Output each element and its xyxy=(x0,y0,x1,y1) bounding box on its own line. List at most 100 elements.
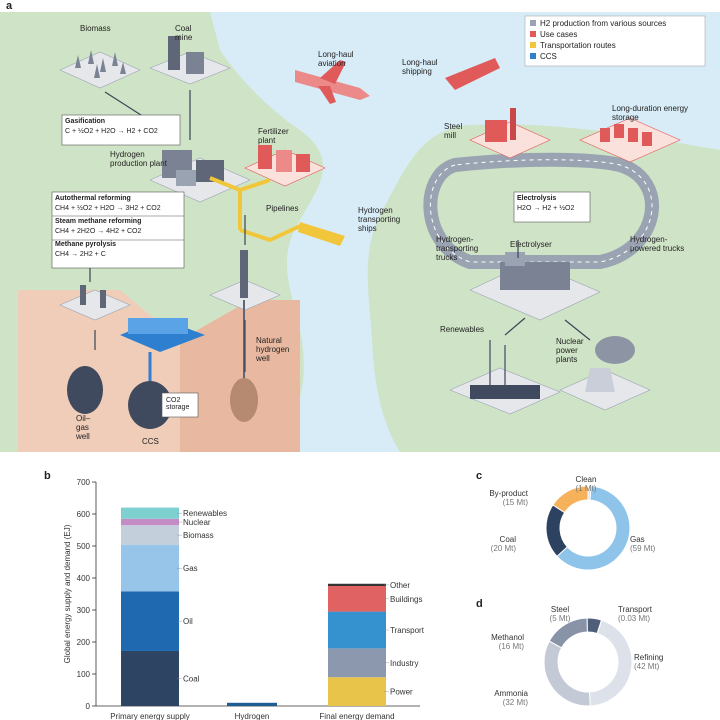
underground-soil-right xyxy=(180,300,300,452)
panel-a-legend-items: H2 production from various sources Use c… xyxy=(530,18,666,62)
water-area xyxy=(210,12,720,452)
panel-c-letter: c xyxy=(476,470,483,482)
x-category-label: Primary energy supply xyxy=(110,712,190,720)
label-long-duration-storage: Long-duration energy storage xyxy=(612,104,689,122)
slice-value-methanol: (16 Mt) xyxy=(499,642,525,651)
legend-item-ccs: CCS xyxy=(530,51,666,62)
label-coal-mine: Coal mine xyxy=(175,24,193,42)
bar-segment-oil xyxy=(121,591,179,651)
segment-label-renewables: Renewables xyxy=(183,509,227,518)
label-co2-storage: CO2 storage xyxy=(166,397,190,411)
slice-label-gas: Gas xyxy=(630,535,645,544)
label-pipelines: Pipelines xyxy=(266,204,299,213)
bar-segment-biomass xyxy=(121,525,179,546)
bar-segment-transport xyxy=(328,611,386,649)
bar-segment-nuclear xyxy=(121,518,179,526)
renewables-block xyxy=(449,340,561,415)
reforming-text: Autothermal reforming CH4 + ½O2 + H2O → … xyxy=(55,194,161,260)
panel-a-illustration xyxy=(0,12,720,452)
y-tick-label: 600 xyxy=(77,510,91,519)
natural-hydrogen-well-block xyxy=(209,250,281,422)
hydrogen-plant-block xyxy=(149,150,251,203)
segment-label-nuclear: Nuclear xyxy=(183,518,211,527)
label-hydrogen-plant: Hydrogen production plant xyxy=(110,150,167,168)
legend-swatch-transport xyxy=(530,42,536,48)
segment-label-industry: Industry xyxy=(390,659,418,668)
bar-segment-other xyxy=(328,583,386,586)
autothermal-equation: CH4 + ½O2 + H2O → 3H2 + CO2 xyxy=(55,205,161,212)
legend-label-use-cases: Use cases xyxy=(540,30,578,39)
smr-equation: CH4 + 2H2O → 4H2 + CO2 xyxy=(55,228,142,235)
bar-segment-renewables xyxy=(121,507,179,519)
segment-label-power: Power xyxy=(390,688,413,697)
panel-b-letter: b xyxy=(44,470,51,482)
slice-value-coal: (20 Mt) xyxy=(491,544,517,553)
slice-label-transport: Transport xyxy=(618,605,653,614)
slice-value-refining: (42 Mt) xyxy=(634,662,660,671)
oil-gas-well-block xyxy=(59,285,131,414)
autothermal-title: Autothermal reforming xyxy=(55,195,131,202)
pyrolysis-title: Methane pyrolysis xyxy=(55,241,117,248)
electrolysis-text: Electrolysis H2O → H2 + ½O2 xyxy=(517,194,574,214)
bar-segment-gas xyxy=(121,545,179,592)
label-h2-transport-trucks: Hydrogen-transporting trucks xyxy=(436,235,479,262)
label-hydrogen-ships: Hydrogen transporting ships xyxy=(358,206,401,233)
gasification-box xyxy=(61,114,181,146)
segment-label-biomass: Biomass xyxy=(183,531,214,540)
bar-segment-industry xyxy=(328,648,386,678)
legend-item-transport: Transportation routes xyxy=(530,40,666,51)
ccs-block xyxy=(120,318,205,429)
bar-segment-power xyxy=(328,677,386,706)
energy-storage-block xyxy=(579,117,681,163)
segment-label-coal: Coal xyxy=(183,674,200,683)
pyrolysis-equation: CH4 → 2H2 + C xyxy=(55,251,106,258)
pipelines xyxy=(209,176,301,243)
panel-d-letter: d xyxy=(476,598,483,610)
segment-label-oil: Oil xyxy=(183,617,193,626)
label-ccs: CCS xyxy=(142,437,159,446)
y-tick-label: 700 xyxy=(77,478,91,487)
legend-label-ccs: CCS xyxy=(540,52,557,61)
x-category-label: Final energy demand xyxy=(319,712,394,720)
legend-label-transport: Transportation routes xyxy=(540,41,616,50)
segment-label-gas: Gas xyxy=(183,564,198,573)
nuclear-plants-block xyxy=(559,336,651,411)
legend-item-use-cases: Use cases xyxy=(530,29,666,40)
electrolysis-title: Electrolysis xyxy=(517,195,557,202)
segment-label-buildings: Buildings xyxy=(390,595,422,604)
y-tick-label: 0 xyxy=(86,702,91,711)
panel-a-legend xyxy=(524,15,706,67)
legend-swatch-ccs xyxy=(530,53,536,59)
y-axis-title: Global energy supply and demand (EJ) xyxy=(63,524,72,663)
y-tick-label: 400 xyxy=(77,574,91,583)
bar-segment-hydrogen xyxy=(227,702,277,706)
slice-value-ammonia: (32 Mt) xyxy=(503,698,529,707)
slice-value-transport: (0.03 Mt) xyxy=(618,614,650,623)
gasification-text: Gasification C + ½O2 + H2O → H2 + CO2 xyxy=(65,117,158,137)
slice-value-gas: (59 Mt) xyxy=(630,544,656,553)
co2-storage-box xyxy=(161,392,199,418)
label-biomass: Biomass xyxy=(80,24,111,33)
y-tick-label: 500 xyxy=(77,542,91,551)
aviation-plane xyxy=(295,60,370,104)
road-centerline xyxy=(429,159,653,263)
segment-label-other: Other xyxy=(390,581,410,590)
label-natural-hydrogen-well: Natural hydrogen well xyxy=(256,336,290,363)
slice-gas xyxy=(556,485,631,571)
label-nuclear-plants: Nuclear power plants xyxy=(556,337,584,364)
label-long-haul-shipping: Long-haul shipping xyxy=(402,58,438,76)
slice-label-steel: Steel xyxy=(551,605,569,614)
shipping-vessel xyxy=(445,58,500,90)
slice-label-ammonia: Ammonia xyxy=(494,689,528,698)
panel-d-chart: Refining(42 Mt)Ammonia(32 Mt)Methanol(16… xyxy=(491,605,663,707)
smr-title: Steam methane reforming xyxy=(55,218,142,225)
slice-label-coal: Coal xyxy=(500,535,517,544)
bar-segment-coal xyxy=(121,650,179,706)
steel-mill-block xyxy=(469,108,551,159)
label-fertilizer-plant: Fertilizer plant xyxy=(258,127,289,145)
electrolyser-block xyxy=(469,252,601,321)
slice-value-by-product: (15 Mt) xyxy=(503,498,529,507)
label-electrolyser: Electrolyser xyxy=(510,240,552,249)
label-oil-gas-well: Oil–gas well xyxy=(76,414,91,441)
biomass-block xyxy=(59,50,141,89)
